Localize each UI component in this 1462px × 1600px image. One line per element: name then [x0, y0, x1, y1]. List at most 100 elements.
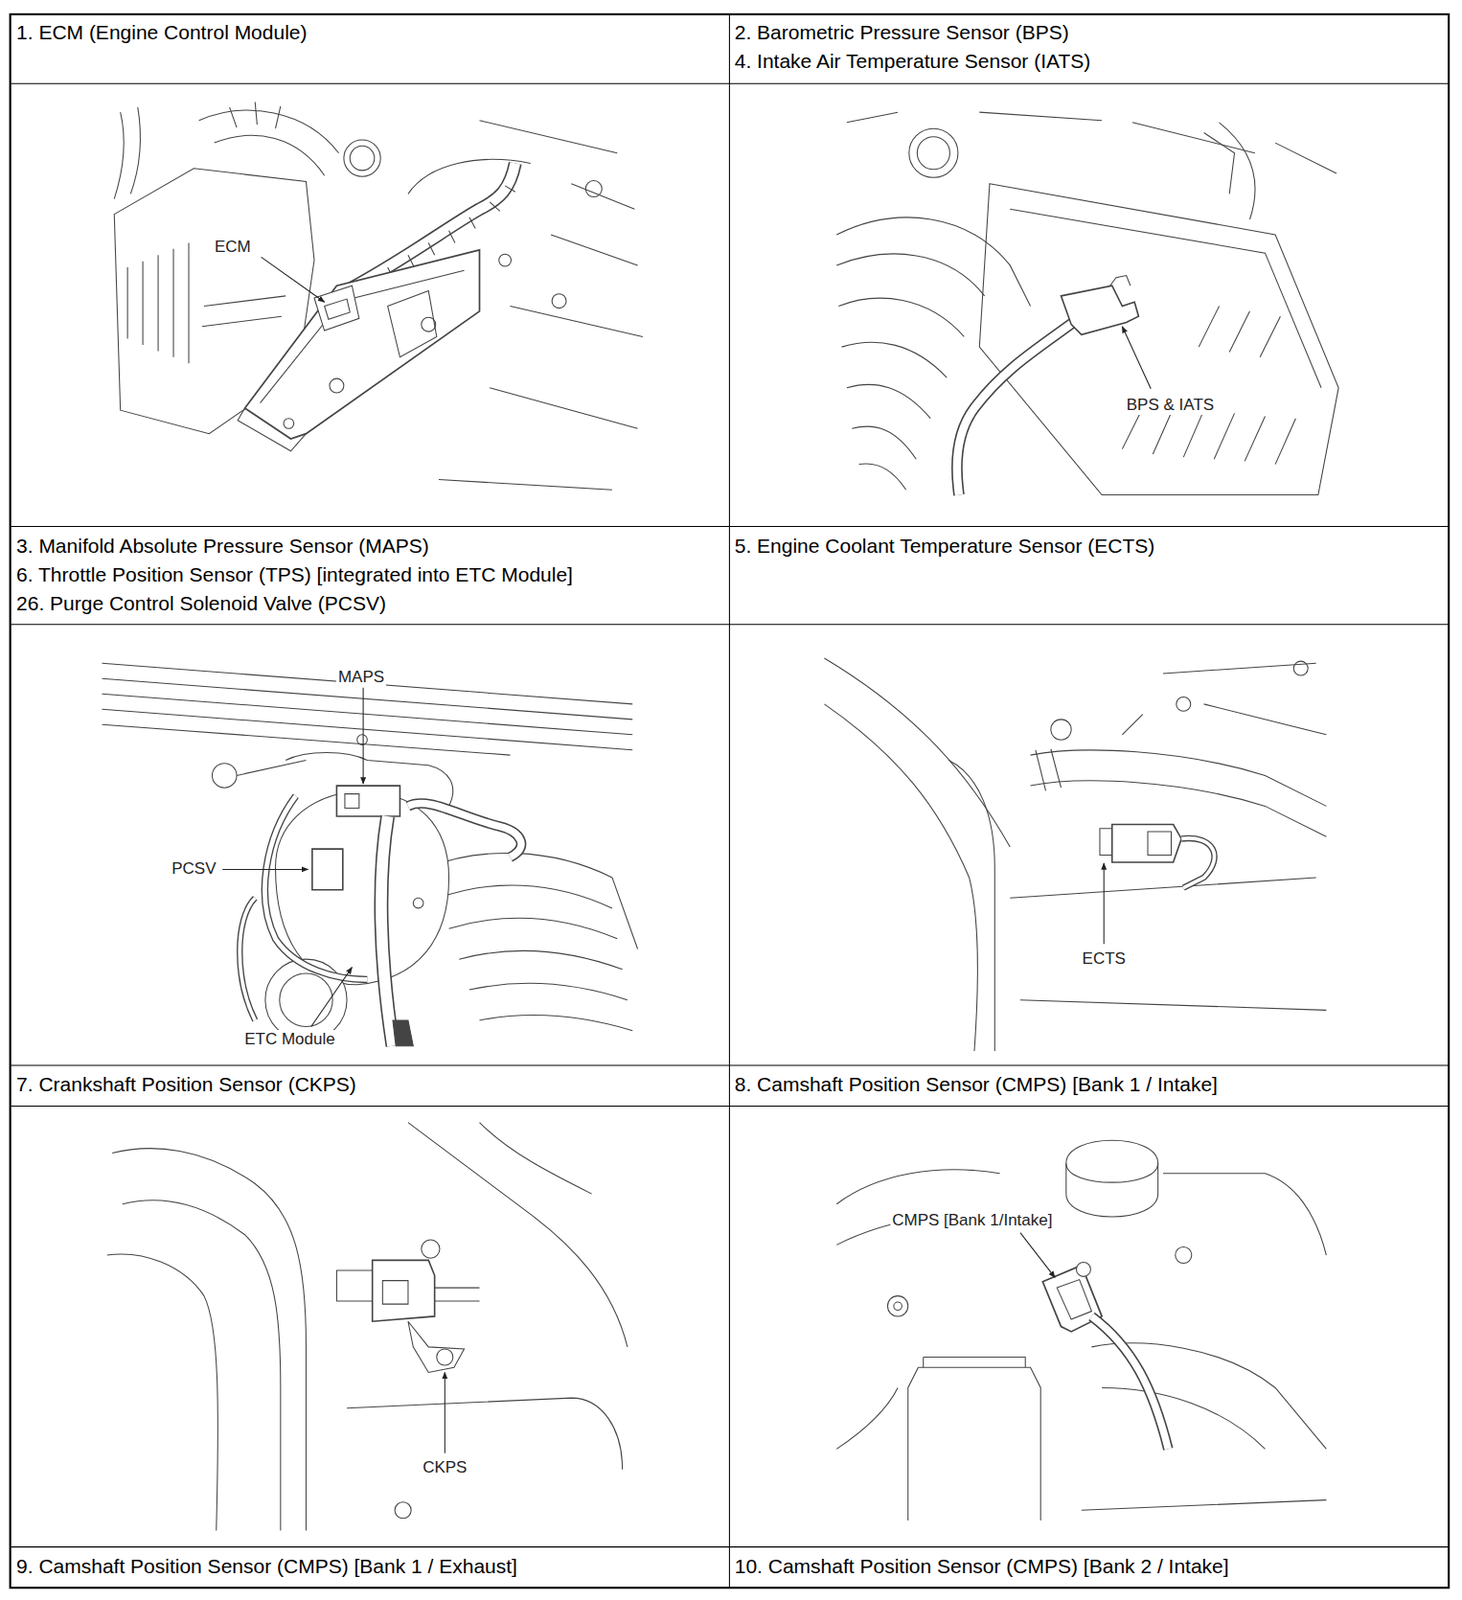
- ckps-illustration-stroke: [382, 1280, 409, 1304]
- table-grid: [10, 14, 1450, 1588]
- cmps-illustration-stroke: [1056, 1279, 1092, 1321]
- ckps-illustration-stroke: [436, 1348, 454, 1366]
- table-grid-stroke: [10, 83, 1450, 1547]
- bps-iats-illustration-stroke: [836, 217, 1030, 490]
- callout-label: BPS & IATS: [1124, 395, 1216, 415]
- maps-pcsv-etc-illustration-stroke: [264, 796, 367, 981]
- table-cell-heading: 2. Barometric Pressure Sensor (BPS): [734, 20, 1070, 46]
- table-grid-stroke: [729, 14, 731, 1588]
- ecm-illustration-stroke: [499, 253, 512, 267]
- ecm-illustration-stroke: [202, 296, 286, 327]
- table-cell-heading: 7. Crankshaft Position Sensor (CKPS): [16, 1072, 357, 1097]
- callout-label: CMPS [Bank 1/Intake]: [890, 1210, 1054, 1231]
- ects-illustration-stroke: [823, 658, 1010, 1051]
- ckps-illustration-stroke: [421, 1239, 440, 1258]
- table-cell-heading: 9. Camshaft Position Sensor (CMPS) [Bank…: [16, 1553, 518, 1579]
- maps-pcsv-etc-illustration-stroke: [412, 897, 424, 909]
- ects-illustration-stroke: [1009, 662, 1326, 1010]
- maps-pcsv-etc-illustration-stroke: [239, 897, 255, 1021]
- ects-illustration: [823, 658, 1326, 1051]
- bps-iats-illustration-stroke: [1204, 122, 1256, 220]
- ecm-illustration-stroke: [551, 294, 567, 309]
- table-cell-heading: 6. Throttle Position Sensor (TPS) [integ…: [16, 562, 573, 588]
- ects-illustration-stroke: [1181, 838, 1214, 889]
- maps-pcsv-etc-illustration-stroke: [336, 785, 400, 817]
- cmps-illustration-stroke: [1091, 1316, 1168, 1449]
- ckps-illustration-stroke: [434, 1287, 480, 1302]
- maps-pcsv-etc-illustration-stroke: [408, 802, 522, 857]
- ecm-illustration-stroke: [421, 317, 436, 332]
- callout-label: ECM: [212, 237, 253, 257]
- ects-illustration-stroke: [1035, 749, 1062, 792]
- callout-label: CKPS: [420, 1458, 469, 1478]
- cmps-illustration-stroke: [836, 1169, 1326, 1256]
- bps-iats-illustration-stroke: [1121, 306, 1296, 465]
- ecm-illustration-stroke: [343, 139, 381, 177]
- maps-pcsv-etc-illustration-stroke: [236, 759, 306, 776]
- ects-illustration-stroke: [1147, 831, 1171, 855]
- maps-pcsv-etc-illustration-stroke: [344, 794, 360, 809]
- ckps-illustration: [107, 1122, 628, 1531]
- table-cell-heading: 8. Camshaft Position Sensor (CMPS) [Bank…: [734, 1072, 1218, 1097]
- cmps-illustration-stroke: [1066, 1163, 1159, 1183]
- ecm-illustration-stroke: [585, 181, 602, 198]
- maps-pcsv-etc-illustration-stroke: [312, 848, 343, 891]
- bps-iats-illustration-stroke: [1121, 326, 1151, 389]
- ecm-illustration: [114, 102, 643, 491]
- maps-pcsv-etc-illustration-stroke: [408, 802, 522, 857]
- bps-iats-illustration-stroke: [1060, 285, 1139, 335]
- cmps-illustration-stroke: [1020, 1233, 1055, 1279]
- ecm-illustration-stroke: [283, 418, 295, 430]
- maps-pcsv-etc-illustration-stroke: [363, 687, 365, 784]
- ecm-illustration-stroke: [388, 291, 437, 358]
- maps-pcsv-etc-illustration-stroke: [222, 868, 308, 870]
- callout-label: MAPS: [336, 667, 387, 687]
- bps-iats-illustration-stroke: [957, 316, 1082, 495]
- maps-pcsv-etc-illustration-stroke: [311, 967, 353, 1028]
- table-grid-stroke: [10, 14, 1450, 1588]
- table-cell-heading: 10. Camshaft Position Sensor (CMPS) [Ban…: [734, 1553, 1230, 1579]
- bps-iats-illustration-stroke: [1009, 208, 1322, 388]
- callout-label: ETC Module: [242, 1029, 337, 1050]
- cmps-illustration-stroke: [1175, 1246, 1192, 1263]
- ecm-illustration-stroke: [127, 242, 189, 364]
- ckps-illustration-stroke: [408, 1321, 465, 1372]
- ecm-illustration-stroke: [245, 250, 480, 439]
- maps-pcsv-etc-illustration-stroke: [265, 959, 347, 1041]
- bps-iats-illustration-stroke: [1110, 275, 1131, 287]
- ecm-illustration-stroke: [324, 298, 351, 320]
- table-cell-heading: 26. Purge Control Solenoid Valve (PCSV): [16, 591, 387, 617]
- bps-iats-illustration-stroke: [846, 112, 1337, 174]
- cmps-illustration-stroke: [908, 1367, 1041, 1521]
- ecm-illustration-stroke: [114, 107, 140, 200]
- cmps-illustration-stroke: [1075, 1261, 1091, 1277]
- maps-pcsv-etc-illustration-stroke: [392, 1020, 413, 1047]
- ects-illustration-stroke: [1176, 696, 1191, 711]
- ects-illustration-stroke: [1293, 661, 1308, 676]
- bps-iats-illustration-stroke: [909, 128, 959, 178]
- ckps-illustration-stroke: [444, 1371, 446, 1453]
- maps-pcsv-etc-illustration: [101, 662, 638, 1046]
- cmps-illustration-stroke: [836, 1387, 1326, 1510]
- maps-pcsv-etc-illustration-stroke: [428, 852, 638, 1030]
- cmps-illustration-stroke: [893, 1302, 903, 1311]
- maps-pcsv-etc-illustration-stroke: [381, 816, 393, 1047]
- cmps-illustration-stroke: [1066, 1140, 1159, 1217]
- ckps-illustration-stroke: [408, 1122, 628, 1348]
- cmps-illustration-stroke: [887, 1296, 908, 1317]
- maps-pcsv-etc-illustration-stroke: [279, 973, 333, 1027]
- cmps-illustration-stroke: [923, 1357, 1026, 1369]
- ecm-illustration-stroke: [260, 270, 465, 403]
- ecm-illustration-stroke: [237, 408, 306, 452]
- maps-pcsv-etc-illustration-stroke: [275, 790, 450, 984]
- ckps-illustration-stroke: [122, 1200, 281, 1531]
- maps-pcsv-etc-illustration-stroke: [357, 734, 368, 746]
- ecm-illustration-stroke: [261, 256, 325, 302]
- ecm-illustration-stroke: [314, 285, 360, 331]
- callout-label: ECTS: [1080, 949, 1128, 969]
- cmps-illustration-stroke: [1091, 1316, 1168, 1449]
- ects-illustration-stroke: [1181, 838, 1214, 889]
- bps-iats-illustration: [836, 112, 1339, 495]
- ects-illustration-stroke: [1112, 824, 1182, 863]
